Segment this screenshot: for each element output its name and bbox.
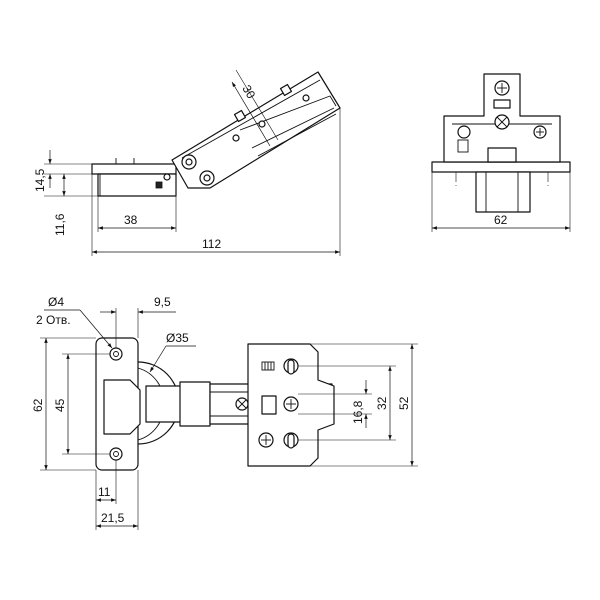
- side-view-dimensions: 30 14,5 11,6 38 112: [33, 69, 341, 256]
- cup-hole-bottom: [109, 447, 123, 461]
- plan-view-cup: [95, 337, 180, 471]
- dim-height-top: 14,5: [33, 168, 47, 192]
- dim-cup-hole-spacing: 45: [53, 398, 67, 412]
- dim-hole-diameter: Ø4: [48, 295, 64, 309]
- dim-angle: 30: [239, 83, 258, 102]
- dim-height-bottom: 11,6: [53, 213, 67, 236]
- dim-hole-count: 2 Отв.: [36, 313, 71, 327]
- dim-total-length: 112: [202, 237, 221, 251]
- front-view: 62: [431, 73, 571, 232]
- dim-offset-small: 9,5: [154, 295, 171, 309]
- front-view-base: [431, 161, 571, 173]
- cup-hole-top: [109, 347, 123, 361]
- dim-cup-diameter: Ø35: [166, 331, 189, 345]
- front-view-cup: [475, 171, 531, 213]
- side-view-arm: [171, 71, 341, 189]
- plan-view-dimensions: Ø4 2 Отв. 9,5 Ø35 62 45: [31, 295, 418, 530]
- plan-view: Ø4 2 Отв. 9,5 Ø35 62 45: [31, 295, 418, 530]
- dim-plate-small: 16,8: [351, 400, 365, 424]
- dim-cup-height-outer: 62: [31, 398, 45, 412]
- side-view-cup: [91, 158, 177, 197]
- dim-front-width: 62: [494, 213, 508, 227]
- dim-plate-mid: 32: [375, 396, 389, 410]
- side-view: 30 14,5 11,6 38 112: [33, 69, 341, 256]
- dim-cup-offset: 11: [98, 485, 111, 499]
- dim-cup-width: 21,5: [101, 511, 125, 525]
- dim-depth: 38: [124, 213, 138, 227]
- plan-view-plate: [247, 343, 335, 467]
- dim-plate-total: 52: [397, 396, 411, 410]
